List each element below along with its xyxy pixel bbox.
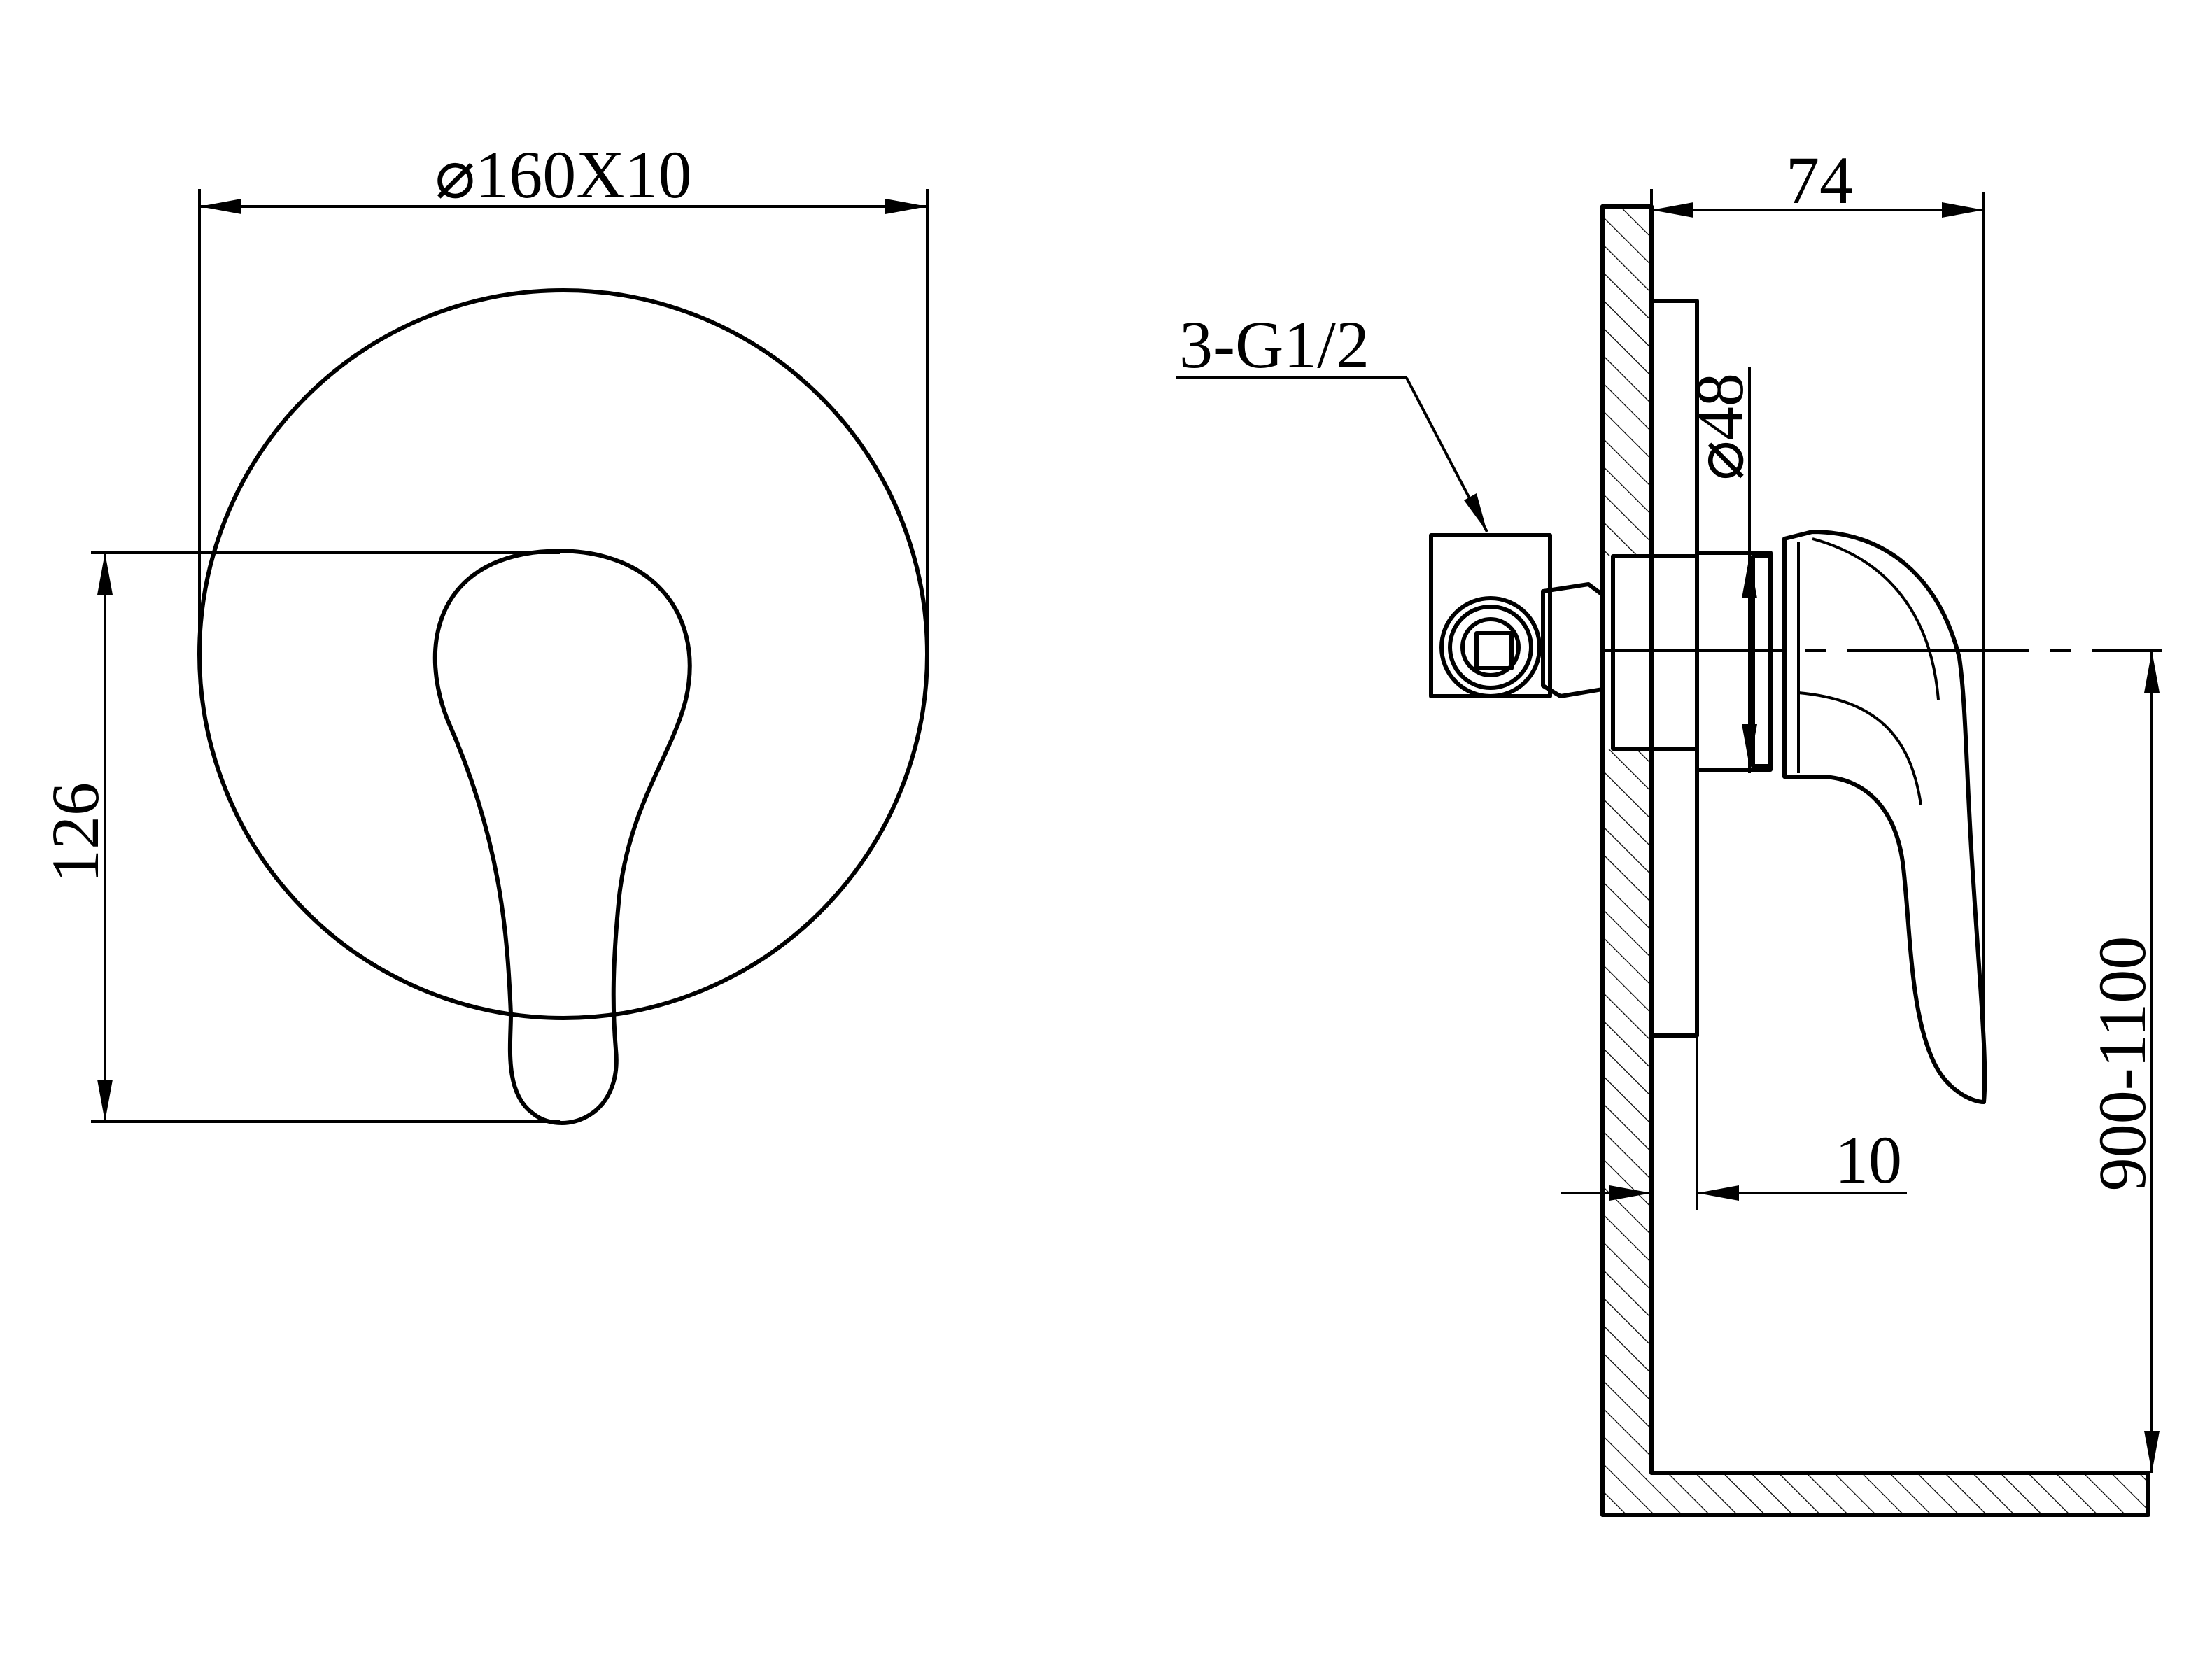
plate-diameter-label: ⌀160X10 bbox=[435, 137, 691, 212]
plate-thickness-label: 10 bbox=[1835, 1122, 1902, 1197]
lever-handle-side bbox=[1782, 530, 1987, 1104]
depth-label: 74 bbox=[1786, 143, 1853, 218]
body-diameter-dimension: ⌀48 bbox=[1682, 367, 1757, 773]
body-diameter-label: ⌀48 bbox=[1682, 373, 1757, 481]
wall-section bbox=[1600, 204, 2150, 1517]
handle-height-label: 126 bbox=[38, 782, 113, 883]
mount-height-dimension: 900-1100 bbox=[2085, 651, 2160, 1473]
handle-height-dimension: 126 bbox=[38, 551, 560, 1123]
plate-diameter-dimension: ⌀160X10 bbox=[198, 137, 929, 661]
cover-plate bbox=[197, 288, 929, 1020]
connection-leader: 3-G1/2 bbox=[1176, 307, 1488, 532]
connection-block bbox=[1429, 533, 1605, 698]
lever-handle bbox=[432, 549, 692, 1125]
side-view: 3-G1/2 74 ⌀48 10 bbox=[1176, 143, 2162, 1517]
depth-dimension: 74 bbox=[1650, 143, 1985, 1102]
valve-body bbox=[1611, 551, 1773, 772]
plate-thickness-dimension: 10 bbox=[1561, 1036, 1907, 1210]
mount-height-label: 900-1100 bbox=[2085, 936, 2160, 1191]
front-view: ⌀160X10 126 bbox=[38, 137, 929, 1125]
connection-label: 3-G1/2 bbox=[1179, 307, 1369, 382]
